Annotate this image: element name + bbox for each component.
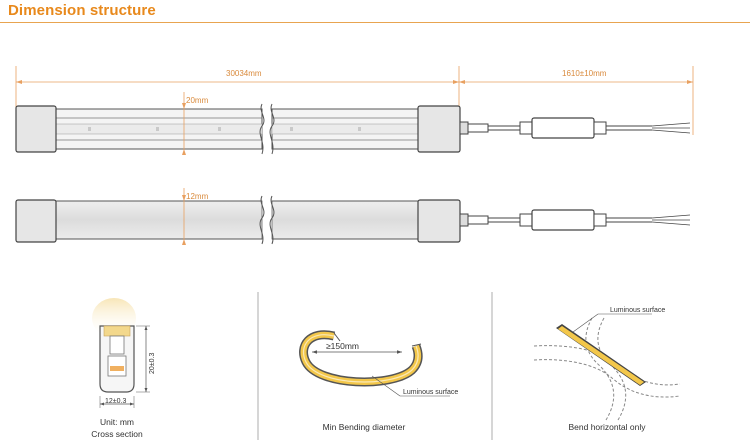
bending-caption: Min Bending diameter [323, 422, 406, 432]
strip-side-view: 20mm [15, 92, 691, 155]
horizontal-caption: Bend horizontal only [568, 422, 646, 432]
length-dimension: 30034mm 1610±10mm [15, 66, 694, 135]
cable-length-label: 1610±10mm [562, 69, 607, 78]
section-height-label: 20±0.3 [149, 353, 156, 374]
total-length-label: 30034mm [226, 69, 262, 78]
section-width-label: 12±0.3 [105, 398, 126, 405]
unit-label: Unit: mm [100, 417, 134, 427]
horizontal-surface-label: Luminous surface [610, 307, 665, 314]
cross-section-diagram: 12±0.3 20±0.3 Unit: mm Cross section [91, 298, 156, 439]
title-divider [0, 22, 750, 23]
section-title: Dimension structure [8, 2, 156, 19]
cross-section-caption: Cross section [91, 429, 143, 439]
bend-diameter-label: ≥150mm [326, 341, 359, 351]
width-label: 12mm [186, 192, 209, 201]
bending-diagram: ≥150mm Luminous surface Min Bending diam… [299, 330, 458, 432]
bend-surface-label: Luminous surface [403, 389, 458, 396]
height-label: 20mm [186, 96, 209, 105]
strip-top-view: 12mm [15, 188, 691, 245]
horizontal-bend-diagram: Luminous surface Bend horizontal only [533, 307, 681, 432]
